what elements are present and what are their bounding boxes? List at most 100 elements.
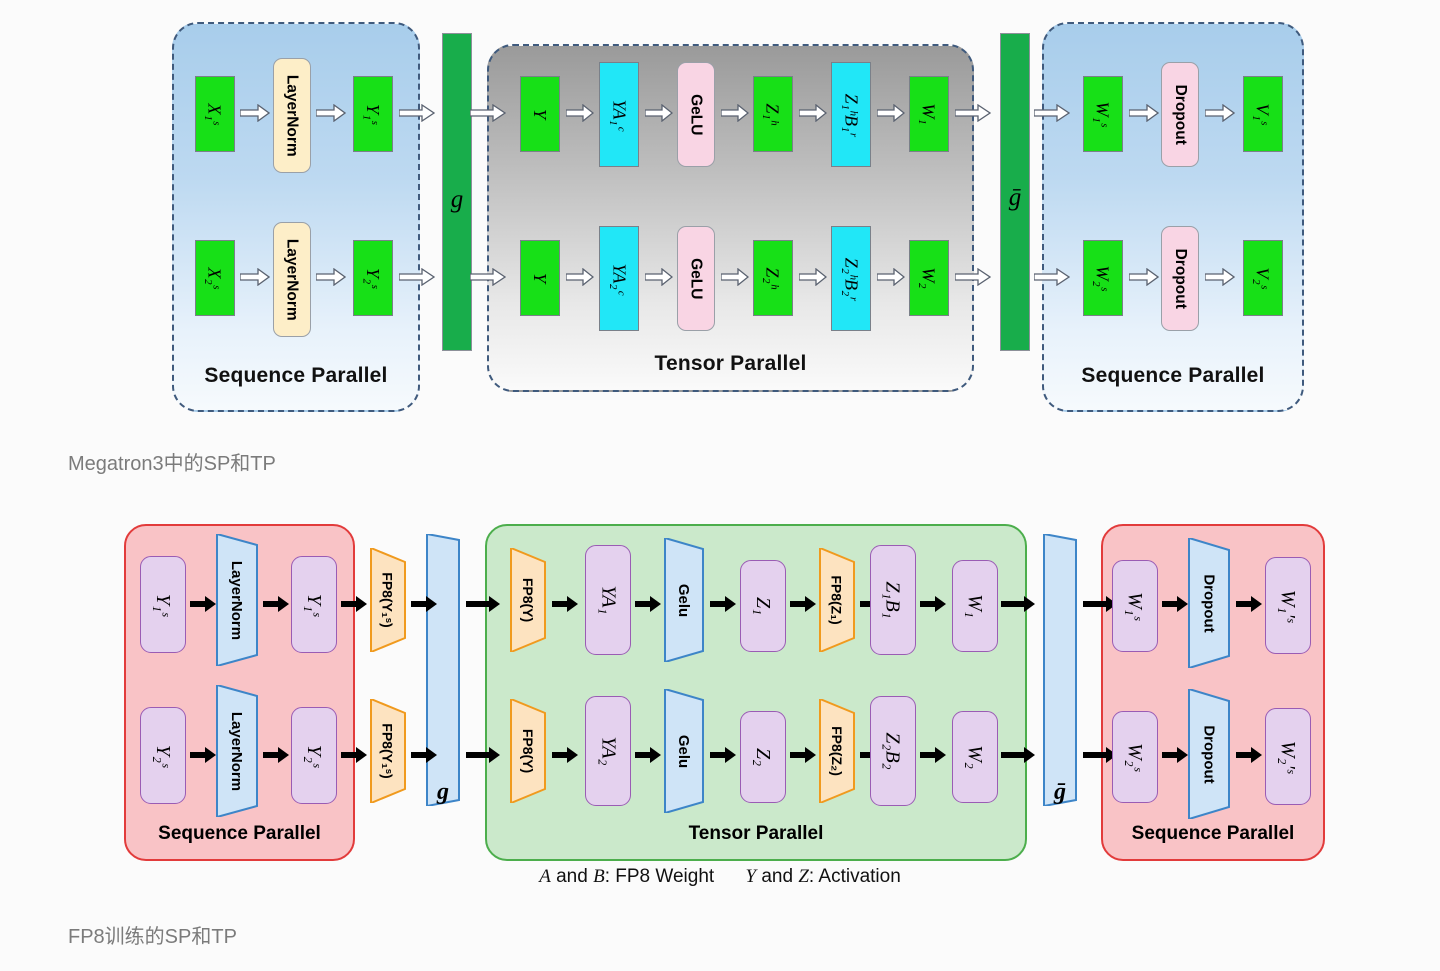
top-arrow-gelu2-z2h [721, 268, 749, 286]
top-node-z1h: Z₁ʰ [753, 76, 793, 152]
bottom-node-w2-label: W₂ [964, 745, 986, 769]
bottom-panel-tensor-parallel: Tensor Parallel [485, 524, 1027, 861]
top-node-z1hb1r: Z₁ʰB₁ʳ [831, 62, 871, 167]
top-gather-bar-g: g [442, 33, 472, 351]
bottom-arrow-fp8-g-2 [411, 747, 437, 763]
bottom-arrow-w2s-dropout2 [1162, 747, 1188, 763]
top-node-gelu-2-label: GeLU [687, 257, 705, 300]
bottom-arrow-g-fp8y-1 [466, 596, 500, 612]
bottom-node-w1-label: W₁ [964, 594, 986, 618]
top-arrow-x1s-ln [240, 104, 270, 122]
top-arrow-dropout-v1s [1205, 104, 1235, 122]
top-node-v2s: V₂ˢ [1243, 240, 1283, 316]
top-node-y-row2-label: Y [529, 272, 550, 284]
top-node-gelu-1-label: GeLU [687, 93, 705, 136]
bottom-arrow-w1s-dropout [1162, 596, 1188, 612]
bottom-node-ya2-label: YA₂ [597, 736, 619, 766]
top-node-ya1c: YA₁ᶜ [599, 62, 639, 167]
bottom-arrow-fp8y-ya1 [552, 596, 578, 612]
bottom-gather-bar-g: g [423, 534, 463, 806]
bottom-node-fp8-y-row1-label: FP8(Y) [520, 577, 536, 623]
top-node-v2s-label: V₂ˢ [1253, 267, 1273, 289]
caption-bottom-diagram: FP8训练的SP和TP [68, 926, 237, 948]
bottom-node-y1s-out: Y₁ˢ [291, 556, 337, 653]
bottom-node-ya2: YA₂ [585, 696, 631, 806]
bottom-node-fp8-z2: FP8(Z₂) [817, 699, 857, 803]
legend-var-b: B [593, 866, 605, 887]
top-node-z2h-label: Z₂ʰ [763, 267, 783, 289]
bottom-node-z1b1: Z₁B₁ [870, 545, 916, 655]
bottom-node-fp8-z1-label: FP8(Z₁) [829, 575, 845, 625]
bottom-node-fp8-y1s-row2: FP8(Y₁ˢ) [368, 699, 408, 803]
top-arrow-w2-gbar [955, 268, 991, 286]
top-panel-label-tp: Tensor Parallel [654, 352, 807, 375]
bottom-node-y2s: Y₂ˢ [140, 707, 186, 804]
top-node-z2h: Z₂ʰ [753, 240, 793, 316]
top-arrow-x2s-ln [240, 268, 270, 286]
top-node-ya1c-label: YA₁ᶜ [609, 99, 629, 130]
top-arrow-dropout2-v2s [1205, 268, 1235, 286]
top-arrow-z2h-z2hb2r [799, 268, 827, 286]
bottom-arrow-ya2-gelu2 [635, 747, 661, 763]
top-node-z1hb1r-label: Z₁ʰB₁ʳ [841, 93, 862, 136]
bottom-node-y1s-label: Y₁ˢ [151, 593, 174, 616]
top-arrow-y1s-g [399, 104, 435, 122]
top-node-y2s-label: Y₂ˢ [362, 267, 383, 289]
top-arrow-gbar-w2s [1034, 268, 1070, 286]
bottom-node-w1ps: W₁′ˢ [1265, 557, 1311, 654]
legend-activation-text: : Activation [808, 866, 901, 887]
top-node-w2s-label: W₂ˢ [1093, 265, 1113, 291]
bottom-arrow-z2b2-w2 [920, 747, 946, 763]
top-node-x1s: X₁ˢ [195, 76, 235, 152]
top-gather-bar-gbar-label: ḡ [1008, 184, 1022, 211]
top-node-w2-label: W₂ [918, 267, 939, 289]
bottom-arrow-ya1-gelu [635, 596, 661, 612]
top-node-dropout-1: Dropout [1161, 62, 1199, 167]
top-gather-bar-gbar: ḡ [1000, 33, 1030, 351]
bottom-node-w1: W₁ [952, 560, 998, 652]
bottom-node-fp8-y1s-row2-label: FP8(Y₁ˢ) [380, 723, 396, 779]
top-arrow-w1-gbar [955, 104, 991, 122]
bottom-node-ya1: YA₁ [585, 545, 631, 655]
top-node-layernorm-1: LayerNorm [273, 58, 311, 173]
bottom-gather-bar-gbar: ḡ [1040, 534, 1080, 806]
bottom-node-fp8-z1: FP8(Z₁) [817, 548, 857, 652]
bottom-arrow-ln-y1sout [263, 596, 289, 612]
bottom-arrow-y2sout-fp8 [341, 747, 367, 763]
bottom-arrow-fp8-g-1 [411, 596, 437, 612]
bottom-panel-label-tp: Tensor Parallel [688, 823, 824, 844]
bottom-arrow-w1-gbar [1001, 596, 1035, 612]
bottom-node-w2: W₂ [952, 711, 998, 803]
bottom-node-dropout-1-label: Dropout [1200, 573, 1218, 633]
top-node-ya2c: YA₂ᶜ [599, 226, 639, 331]
top-node-w2: W₂ [909, 240, 949, 316]
legend-var-y: Y [745, 866, 757, 887]
bottom-node-w2ps: W₂′ˢ [1265, 708, 1311, 805]
bottom-node-z2b2: Z₂B₂ [870, 696, 916, 806]
top-arrow-ya2-gelu2 [645, 268, 673, 286]
bottom-node-gelu-1: Gelu [662, 538, 706, 662]
bottom-panel-label-sp-right: Sequence Parallel [1131, 823, 1295, 844]
bottom-gather-bar-gbar-label: ḡ [1054, 779, 1066, 805]
top-node-dropout-2-label: Dropout [1171, 248, 1189, 309]
top-arrow-z1hb1r-w1 [877, 104, 905, 122]
bottom-node-fp8-y-row2: FP8(Y) [508, 699, 548, 803]
bottom-node-z1-label: Z₁ [751, 596, 774, 616]
bottom-node-fp8-y1s-row1: FP8(Y₁ˢ) [368, 548, 408, 652]
top-node-w1s-label: W₁ˢ [1093, 101, 1113, 127]
bottom-gather-bar-g-label: g [437, 779, 449, 805]
bottom-node-y1s: Y₁ˢ [140, 556, 186, 653]
bottom-node-ya1-label: YA₁ [597, 585, 619, 615]
bottom-arrow-y1sout-fp8 [341, 596, 367, 612]
bottom-arrow-g-fp8y-2 [466, 747, 500, 763]
top-arrow-ln2-y2s [316, 268, 346, 286]
top-node-y1s-label: Y₁ˢ [362, 103, 383, 125]
top-node-gelu-2: GeLU [677, 226, 715, 331]
bottom-node-layernorm-1-label: LayerNorm [228, 560, 246, 640]
bottom-node-fp8-z2-label: FP8(Z₂) [829, 726, 845, 776]
top-node-dropout-2: Dropout [1161, 226, 1199, 331]
bottom-arrow-z1b1-w1 [920, 596, 946, 612]
legend-and-1: and [550, 866, 594, 887]
bottom-node-w2ps-label: W₂′ˢ [1277, 740, 1299, 773]
